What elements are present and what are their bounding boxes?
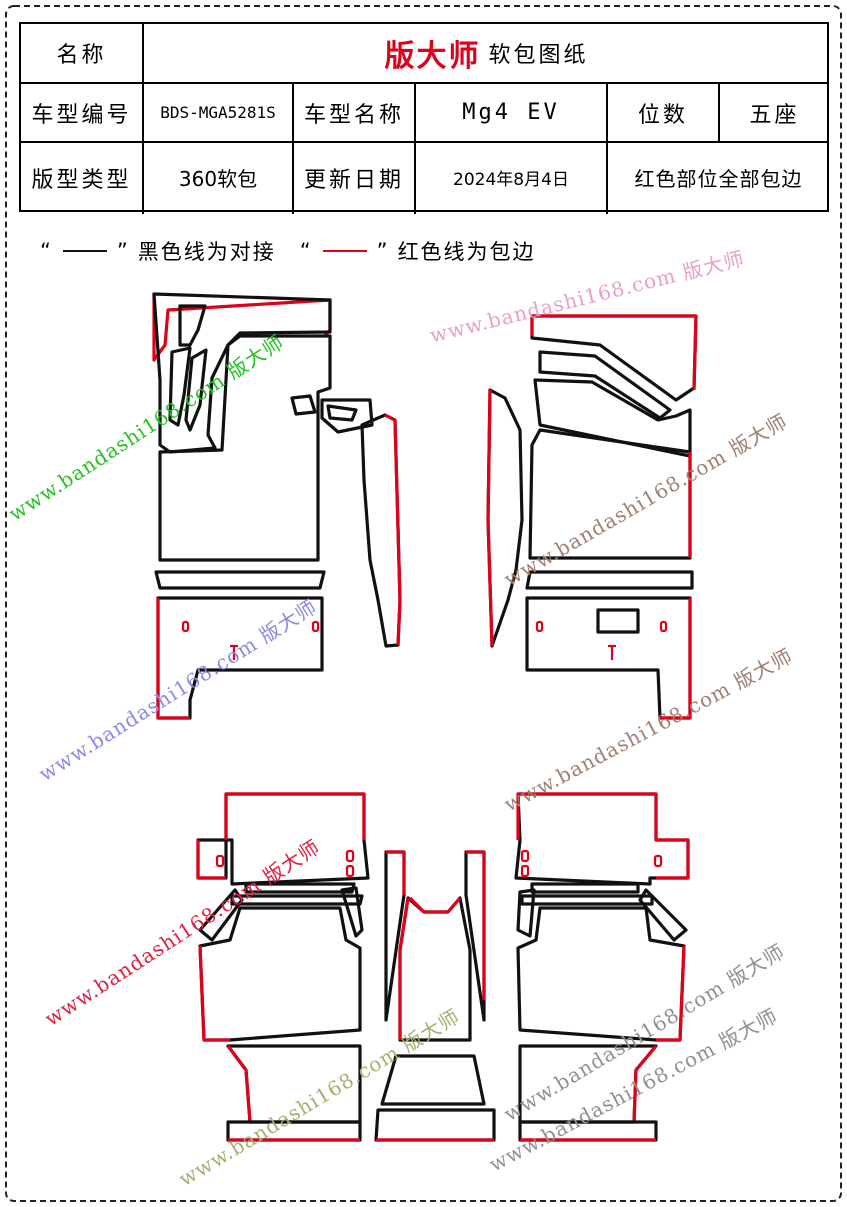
header-table: 名称 版大师 软包图纸 车型编号 BDS-MGA5281S 车型名称 Mg4 E… [19,22,829,214]
pattern-piece [152,292,332,454]
line-legend: “ ” 黑色线为对接 “ ” 红色线为包边 [40,236,536,266]
pattern-piece [345,849,355,863]
pattern-piece [154,570,326,590]
pattern-piece [525,596,692,720]
pattern-piece [156,598,190,720]
col-divider [292,82,294,214]
pattern-piece [398,896,462,1040]
pattern-piece [320,398,374,434]
pattern-piece [486,388,524,648]
legend-close-quote: ” [116,239,130,263]
black-line-swatch [62,250,107,252]
pattern-piece [158,334,332,562]
pattern-piece [230,894,364,906]
pattern-type-label: 版型类型 [31,167,132,193]
pattern-piece [520,849,530,863]
col-divider [606,82,608,214]
pattern-piece [516,888,536,938]
legend-black-text: 黑色线为对接 [137,240,276,264]
legend-open-quote: “ [299,239,313,263]
rear-left-group [196,792,370,1142]
update-date-value: 2024年8月4日 [453,170,569,190]
pattern-piece [380,1054,486,1106]
pattern-piece [632,1044,658,1123]
name-label: 名称 [56,43,107,68]
pattern-piece [659,620,668,633]
legend-close-quote: ” [376,239,390,263]
model-no-value: BDS-MGA5281S [160,103,276,122]
pattern-piece [198,945,230,1042]
front-right-group [486,314,698,720]
pattern-piece [184,348,208,432]
brand-subtitle: 软包图纸 [488,43,589,68]
pattern-piece [660,598,692,720]
note-value: 红色部位全部包边 [634,167,803,191]
pattern-piece [638,888,688,942]
pattern-piece [486,389,494,647]
pattern-piece [466,850,486,1000]
update-date-label: 更新日期 [303,167,404,193]
row-divider [21,82,827,84]
pattern-piece [533,378,692,458]
pattern-piece [656,945,686,1042]
front-left-group [152,292,402,720]
seats-value: 五座 [749,102,800,128]
pattern-piece [535,620,544,633]
pattern-piece [528,428,692,560]
rear-right-group [514,792,690,1142]
pattern-piece [530,882,640,894]
pattern-piece [198,888,244,942]
col-divider [414,82,416,214]
pattern-piece [198,906,362,1042]
pattern-piece [596,608,640,634]
pattern-piece [168,346,192,427]
col-divider [142,24,144,214]
model-name-value: Mg4 EV [462,100,560,125]
pattern-piece [538,350,672,420]
pattern-piece [516,792,690,880]
pattern-piece [326,404,358,422]
pattern-piece [520,894,654,906]
pattern-piece [215,854,225,868]
pattern-piece [530,314,698,391]
title-cell: 版大师 软包图纸 [144,24,829,82]
pattern-piece [178,304,207,347]
brand-title: 版大师 [384,39,481,74]
red-line-swatch [322,250,367,252]
model-no-label: 车型编号 [31,102,132,128]
pattern-piece [230,644,238,660]
pattern-piece [345,864,355,878]
pattern-piece [525,570,694,590]
rear-center-group [374,850,496,1142]
pattern-type-value: 360软包 [178,167,258,191]
pattern-piece [196,792,366,880]
model-name-label: 车型名称 [303,102,404,128]
pattern-piece [386,850,406,895]
pattern-piece [340,886,364,938]
seats-label: 位数 [637,102,688,128]
pattern-piece [311,620,320,633]
pattern-piece [290,394,317,416]
row-divider [21,141,827,143]
pattern-piece [520,864,530,878]
pattern-piece [181,620,190,633]
legend-open-quote: “ [40,239,53,263]
pattern-piece [226,1045,252,1123]
pattern-piece [653,854,663,868]
legend-red-text: 红色线为包边 [397,240,536,264]
pattern-piece [374,1108,496,1142]
col-divider [718,82,720,142]
pattern-piece [244,882,356,894]
pattern-piece [608,644,616,660]
pattern-piece [384,413,402,646]
